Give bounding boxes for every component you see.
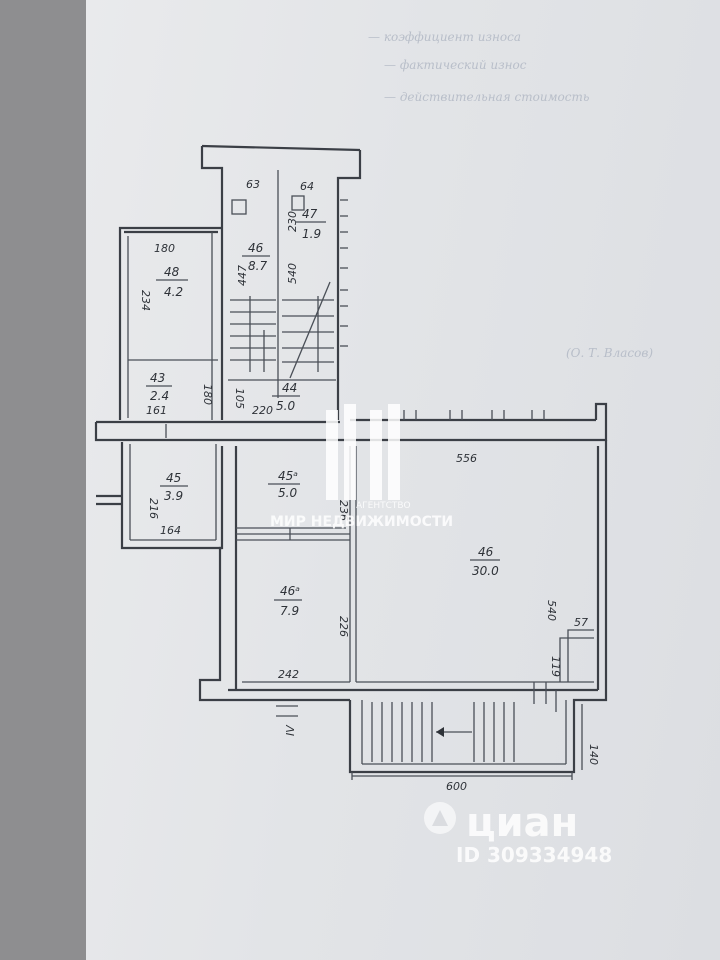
dimension-label: 447 xyxy=(236,265,249,286)
dimension-label: 63 xyxy=(246,178,260,191)
dimension-label: 230 xyxy=(286,211,299,232)
paper-sheet xyxy=(86,0,720,960)
dimension-label: 140 xyxy=(587,744,600,765)
room-number: 46 xyxy=(248,241,264,255)
faded-text-line: — действительная стоимость xyxy=(384,90,590,104)
dimension-label: 216 xyxy=(147,498,160,519)
room-number: 43 xyxy=(150,371,165,385)
agency-name: МИР НЕДВИЖИМОСТИ xyxy=(270,514,453,530)
listing-id: ID 309334948 xyxy=(456,843,612,867)
lower-block xyxy=(96,440,608,774)
agency-watermark: АГЕНТСТВО МИР НЕДВИЖИМОСТИ xyxy=(270,404,453,530)
dimension-label: 64 xyxy=(300,180,314,193)
dimension-label: 180 xyxy=(201,384,214,405)
entrance-stairs xyxy=(351,700,583,780)
room-number: 47 xyxy=(302,207,318,221)
room-47: 47 1.9 xyxy=(296,207,326,241)
dimension-label: 242 xyxy=(278,668,299,681)
room-area: 8.7 xyxy=(248,259,267,273)
dimension-label: 234 xyxy=(139,290,152,311)
faded-text-line: — фактический износ xyxy=(384,58,527,72)
dimension-label: 105 xyxy=(233,388,246,409)
room-46-stair: 46 8.7 xyxy=(242,241,270,273)
room-46a: 46ᵃ 7.9 xyxy=(274,584,302,618)
room-46-main: 46 30.0 xyxy=(470,545,500,578)
room-area: 7.9 xyxy=(280,604,299,618)
dimension-label: 540 xyxy=(286,263,299,284)
upper-left-rooms xyxy=(118,226,222,420)
axis-marker: IV xyxy=(276,705,298,736)
dimension-label: 164 xyxy=(160,524,181,537)
room-45a: 45ᵃ 5.0 xyxy=(268,469,300,500)
room-number: 46ᵃ xyxy=(280,584,300,598)
dimension-label: 540 xyxy=(545,600,558,621)
room-number: 45ᵃ xyxy=(278,469,298,483)
dimension-label: 119 xyxy=(549,656,562,677)
faded-text-line: (О. Т. Власов) xyxy=(566,346,654,360)
axis-label: IV xyxy=(284,724,297,736)
agency-small-text: АГЕНТСТВО xyxy=(356,501,411,511)
dimension-label: 236 xyxy=(337,500,350,521)
dimension-label: 161 xyxy=(146,404,167,417)
room-area: 5.0 xyxy=(276,399,295,413)
room-area: 2.4 xyxy=(150,389,169,403)
room-43: 43 2.4 xyxy=(146,371,172,403)
room-number: 48 xyxy=(164,265,180,279)
cian-logo-icon xyxy=(424,802,456,834)
dimension-label: 220 xyxy=(252,404,273,417)
dimension-label: 226 xyxy=(337,616,350,637)
entrance-arrow-icon xyxy=(436,727,444,737)
dimension-label: 180 xyxy=(154,242,175,255)
room-number: 46 xyxy=(478,545,494,559)
dimension-label: 556 xyxy=(456,452,477,465)
room-area: 3.9 xyxy=(164,489,183,503)
room-number: 45 xyxy=(166,471,181,485)
room-number: 44 xyxy=(282,381,297,395)
room-45: 45 3.9 xyxy=(160,471,188,503)
cian-brand: циан xyxy=(466,800,578,846)
cian-watermark: циан ID 309334948 xyxy=(424,800,612,867)
room-area: 4.2 xyxy=(164,285,183,299)
room-44: 44 5.0 xyxy=(272,381,300,413)
room-area: 1.9 xyxy=(302,227,321,241)
dimension-labels: 556 540 600 140 57 119 242 236 226 164 2… xyxy=(139,178,600,793)
dimension-label: 57 xyxy=(574,616,588,629)
room-48: 48 4.2 xyxy=(156,265,188,299)
room-area: 30.0 xyxy=(472,564,499,578)
stair-tower xyxy=(200,144,362,420)
dimension-label: 600 xyxy=(446,780,467,793)
faded-text-line: — коэффициент износа xyxy=(368,30,522,44)
room-area: 5.0 xyxy=(278,486,297,500)
